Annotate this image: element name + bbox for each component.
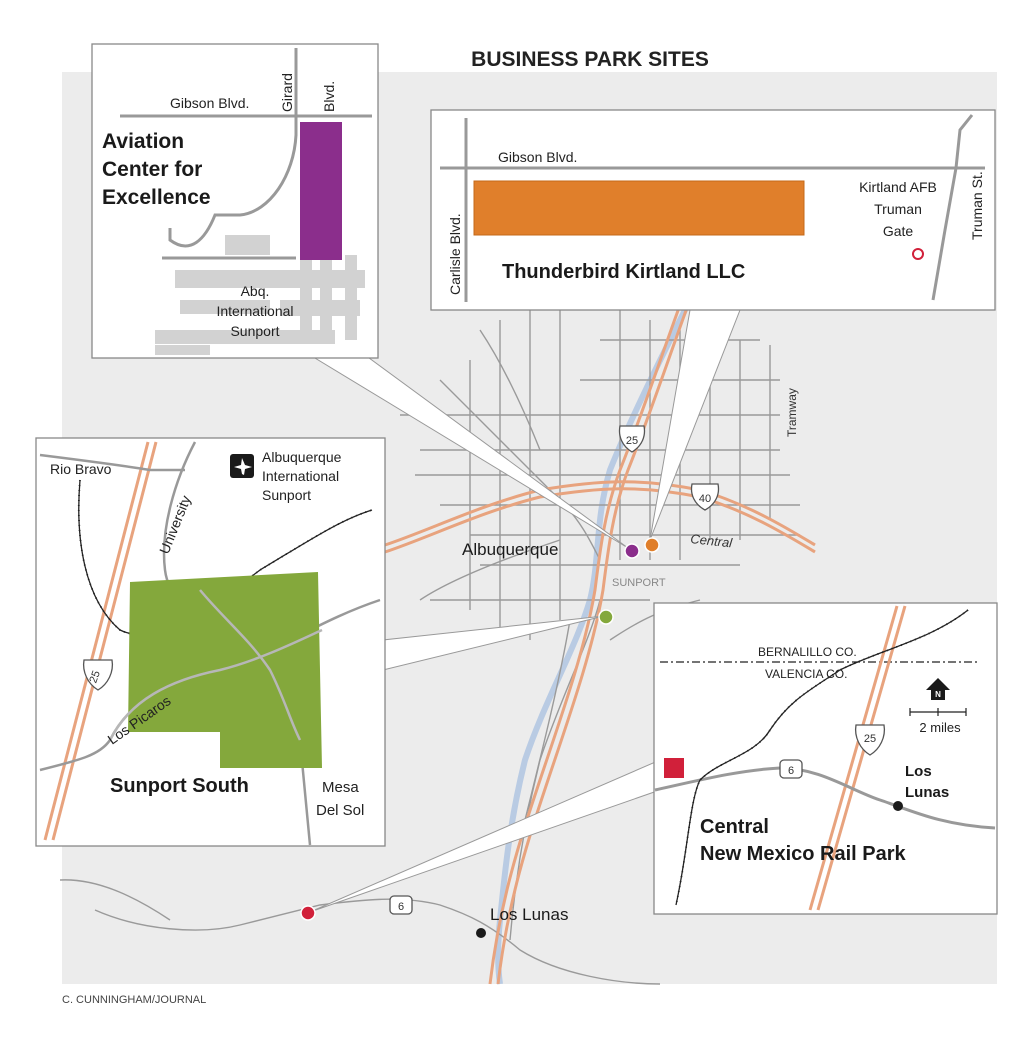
thunderbird-kirtland-marker[interactable] [644,537,660,553]
thunderbird-parcel[interactable] [473,180,805,236]
inset-rail-park: BERNALILLO CO. VALENCIA CO. 25 6 N [653,602,998,915]
svg-text:25: 25 [626,435,638,447]
nm6-shield-main: 6 [389,895,413,915]
aviation-girard-label-1: Girard [279,73,295,112]
aviation-inset-roads [120,48,372,260]
sunport-airport-label-2: International [262,468,339,484]
nm6-road-inset [654,766,996,830]
rail-park-marker[interactable] [300,905,316,921]
map-title: BUSINESS PARK SITES [471,48,709,71]
thunderbird-inset-roads [440,114,985,302]
credit-line: C. CUNNINGHAM/JOURNAL [62,994,206,1006]
sunport-south-parcel[interactable] [128,572,322,768]
rail-park-inset-i25 [808,605,907,911]
sunport-label: SUNPORT [612,577,666,589]
aviation-gibson-label: Gibson Blvd. [170,95,249,111]
bernalillo-county-label: BERNALILLO CO. [758,645,857,659]
thunderbird-gate-label-1: Kirtland AFB [859,179,937,195]
interstate-highways [384,304,816,985]
aviation-girard-label-2: Blvd. [321,81,337,112]
central-label: Central [690,531,734,550]
rail-park-railroad [675,609,969,906]
thunderbird-gate-label-2: Truman [874,201,922,217]
rail-park-name-line2: New Mexico Rail Park [700,843,907,865]
aviation-name-line3: Excellence [102,186,211,209]
rail-park-town-label-1: Los [905,763,932,780]
svg-text:6: 6 [398,901,404,913]
inset-aviation-center: Gibson Blvd. Girard Blvd. Aviation Cente… [91,43,379,359]
truman-gate-marker [912,248,924,260]
callout-wedges [308,309,741,913]
los-lunas-town-dot [476,928,486,938]
svg-text:N: N [935,690,941,699]
thunderbird-truman-label: Truman St. [969,171,985,240]
scale-bar: 2 miles [909,708,967,735]
sunport-airport-label-1: Albuquerque [262,449,342,465]
sunport-south-marker[interactable] [598,609,614,625]
nm6-shield-rail-inset: 6 [779,759,803,779]
sunport-mesa-label-2: Del Sol [316,802,364,819]
thunderbird-carlisle-label: Carlisle Blvd. [447,213,463,295]
aviation-name-line2: Center for [102,158,202,181]
thunderbird-name: Thunderbird Kirtland LLC [502,261,745,283]
sunport-parcel-roads [108,589,323,741]
scale-label: 2 miles [919,720,961,735]
sunport-rio-bravo-label: Rio Bravo [50,461,112,477]
albuquerque-label: Albuquerque [462,540,558,559]
i25-shield-rail-inset: 25 [854,724,886,756]
rail-park-name-line1: Central [700,816,769,838]
i40-shield-main: 40 [690,483,720,511]
rail-park-site-square[interactable] [664,758,684,778]
aviation-name-line1: Aviation [102,130,184,153]
aviation-sunport-label-2: International [216,303,293,319]
valencia-county-label: VALENCIA CO. [765,667,847,681]
los-lunas-label: Los Lunas [490,905,568,924]
aviation-center-marker[interactable] [624,543,640,559]
tramway-label: Tramway [785,388,799,437]
svg-text:6: 6 [788,765,794,777]
aviation-center-parcel[interactable] [300,122,342,260]
sunport-buildings [155,235,365,355]
aviation-sunport-label-1: Abq. [241,283,270,299]
sunport-airport-label-3: Sunport [262,487,311,503]
sunport-inset-i25 [43,441,158,841]
i25-shield-sunport-inset: 25 [82,659,114,691]
aviation-sunport-label-3: Sunport [230,323,279,339]
airport-icon [230,454,254,478]
inset-thunderbird-kirtland: Gibson Blvd. Carlisle Blvd. Truman St. K… [430,109,996,311]
north-arrow-icon: N [926,678,950,700]
sunport-mesa-label-1: Mesa [322,779,359,796]
svg-text:25: 25 [864,733,876,745]
thunderbird-gibson-label: Gibson Blvd. [498,149,577,165]
sunport-south-name: Sunport South [110,775,249,797]
i25-shield-main: 25 [618,425,646,453]
inset-sunport-south: 25 Albuquerque International Sunport Rio… [35,437,386,847]
svg-text:25: 25 [87,669,102,685]
thunderbird-gate-label-3: Gate [883,223,914,239]
los-lunas-inset-dot [893,801,903,811]
rail-park-town-label-2: Lunas [905,784,949,801]
svg-text:40: 40 [699,493,711,505]
